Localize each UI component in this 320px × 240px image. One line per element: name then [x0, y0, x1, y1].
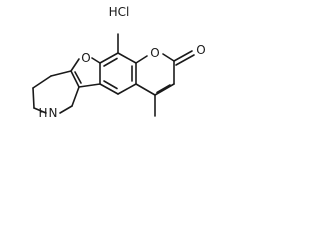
bond-carbonyl-2 — [175, 54, 195, 66]
bond-benzene-top-left — [99, 52, 119, 64]
bond-piperidine-6 — [71, 86, 80, 107]
bond-furan-4 — [78, 83, 101, 88]
bond-carbonyl-1 — [173, 50, 193, 62]
bond-furan-2 — [70, 58, 80, 72]
bond-furan-1 — [91, 57, 101, 64]
bond-pyranone-4 — [154, 83, 175, 96]
bond-benzene-bot-right — [117, 83, 137, 95]
bond-benzene-bot-left — [99, 83, 119, 95]
atom-labels: O O O N H — [38, 43, 205, 120]
bond-pyranone-2 — [162, 53, 175, 62]
atom-amine-hydrogen: H — [38, 106, 47, 120]
atom-furan-oxygen: O — [81, 51, 90, 65]
bond-pyranone-5 — [135, 83, 156, 96]
bond-piperidine-5 — [59, 105, 73, 114]
bond-pyranone-inner — [156, 84, 171, 94]
bond-piperidine-1 — [50, 70, 72, 77]
salt-label: HCl — [109, 5, 130, 19]
atom-amine-nitrogen: N — [49, 106, 58, 120]
bond-piperidine-4 — [33, 107, 47, 114]
bond-benzene-inner-1 — [103, 57, 118, 67]
atom-carbonyl-oxygen: O — [196, 43, 205, 57]
bond-lines — [32, 33, 195, 117]
bond-furan-inner — [74, 71, 82, 84]
bond-piperidine-2 — [32, 75, 52, 89]
bond-pyranone-1 — [135, 55, 148, 64]
bond-furan-3 — [70, 70, 80, 88]
atom-pyranone-oxygen: O — [150, 46, 159, 60]
chemical-structure-diagram: O O O N H HCl — [32, 5, 206, 120]
bond-piperidine-3 — [32, 87, 35, 109]
bond-benzene-inner-3 — [103, 80, 118, 90]
bond-benzene-top-right — [117, 52, 137, 64]
